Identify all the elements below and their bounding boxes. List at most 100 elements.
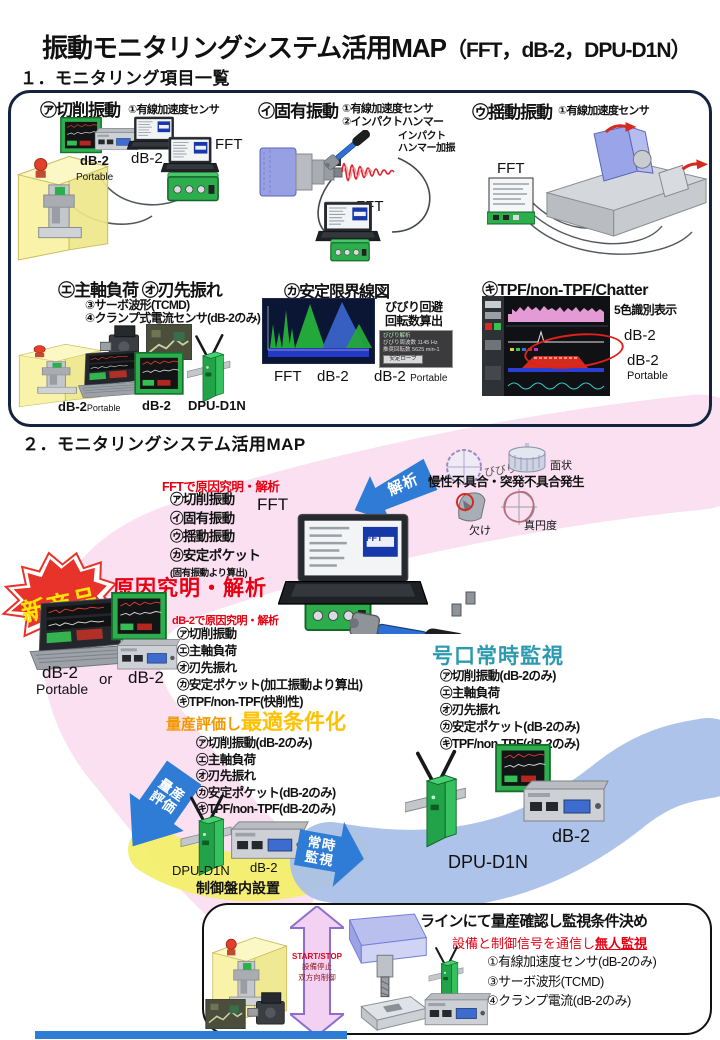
right-db2-box	[520, 778, 610, 826]
mass-block-items: ㋐切削振動(dB-2のみ) ㋓主軸負荷 ㋔刃先振れ ㋕安定ポケット(dB-2のみ…	[196, 735, 336, 818]
fft-laptop-scene	[278, 513, 476, 634]
panel3-subtitle: ①有線加速度センサ	[558, 105, 650, 117]
panel4-db2-screen-illustration	[134, 352, 184, 398]
page-title-main: 振動モニタリングシステム活用MAP	[42, 33, 447, 63]
panel1-db2-portable-label: dB-2	[80, 153, 109, 168]
panel4-labels: dB-2Portable	[58, 398, 120, 416]
panel4-portable-label: Portable	[86, 403, 121, 413]
panel2-title: ㋑固有振動	[258, 102, 339, 121]
mass-item-3: ㋔刃先振れ	[196, 769, 256, 783]
fft-item-note: (固有振動より算出)	[170, 568, 248, 579]
control-caption: 制御盤内設置	[196, 880, 280, 896]
bottom-item-2: ③サーボ波形(TCMD)	[487, 973, 604, 989]
panel2-subtitle1: ①有線加速度センサ	[342, 103, 434, 115]
surface-defect-label: 面状	[550, 460, 572, 472]
always-watch-arrow: 常時 監視	[290, 815, 369, 897]
panel2-fft-interface-illustration	[316, 236, 384, 262]
line-item-1: ㋐切削振動(dB-2のみ)	[440, 669, 556, 683]
stability-lobe-chart	[262, 298, 375, 364]
panel4-title: ㋓主軸負荷 ㋔刃先振れ	[58, 281, 223, 300]
panel5-title: ㋕安定限界線図	[284, 284, 390, 301]
db2-item-2: ㋓主軸負荷	[177, 644, 237, 658]
panel4-line1: ③サーボ波形(TCMD)	[85, 298, 190, 312]
mass-item-4: ㋕安定ポケット(dB-2のみ)	[196, 785, 336, 800]
panel4-dpu-label: DPU-D1N	[188, 398, 246, 413]
defect-caption: 慢性不具合・突発不具合発生	[428, 475, 585, 489]
or-label: or	[99, 671, 113, 688]
bottom-motor	[247, 991, 292, 1031]
left-db2-label: dB-2	[128, 668, 164, 687]
fft-item-4: ㋕安定ポケット	[170, 547, 261, 563]
panel4-dpu-illustration	[186, 334, 234, 406]
startstop-line1: START/STOP	[292, 952, 342, 961]
line-block-title: 号口常時監視	[432, 645, 564, 668]
panel1-fft-label: FFT	[215, 136, 243, 153]
db2-block-items: ㋐切削振動 ㋓主軸負荷 ㋔刃先振れ ㋕安定ポケット(加工振動より算出) ㋖TPF…	[177, 626, 363, 711]
fft-item-2: ㋑固有振動	[170, 510, 235, 526]
bottom-spindle-illustration	[333, 912, 433, 1034]
bottom-box-title: ラインにて量産確認し監視条件決め	[420, 913, 648, 930]
control-dpu-label: DPU-D1N	[172, 863, 230, 878]
fft-device-label: FFT	[257, 495, 289, 514]
roundness-defect-label: 真円度	[524, 520, 557, 532]
analysis-arrow: 解析	[344, 451, 445, 539]
bottom-sub-pre: 設備と制御信号を通信し	[452, 936, 596, 951]
db2-item-1: ㋐切削振動	[177, 627, 237, 641]
line-item-4: ㋕安定ポケット(dB-2のみ)	[440, 720, 580, 734]
fft-interface-illustration	[166, 168, 220, 202]
surface-defect-icon	[508, 443, 546, 473]
bottom-box-subtitle: 設備と制御信号を通信し無人監視	[452, 933, 647, 952]
line-item-3: ㋔刃先振れ	[440, 703, 500, 717]
panel1-title: ㋐切削振動	[40, 101, 121, 120]
panel1-subtitle: ①有線加速度センサ	[128, 104, 220, 116]
panel3-fft-label: FFT	[497, 160, 525, 177]
panel3-fft-monitor-illustration	[487, 177, 535, 225]
right-dpu-label: DPU-D1N	[448, 852, 529, 872]
mass-title-a: 量産評価し	[166, 716, 242, 733]
infobox-line1: びびり周波数 1145 Hz	[383, 340, 438, 346]
chatter-result-infobox: びびり解析 びびり周波数 1145 Hz 推奨回転数 5625 min-1 安定…	[379, 330, 453, 368]
infobox-button[interactable]: 安定ローブ	[383, 355, 423, 364]
right-dpu-device	[405, 745, 469, 857]
panel1-db2-label: dB-2	[131, 150, 163, 167]
mass-item-1: ㋐切削振動(dB-2のみ)	[196, 736, 312, 750]
page-title-sub: （FFT，dB-2，DPU-D1N）	[446, 39, 691, 62]
chip-defect-label: 欠け	[469, 525, 491, 537]
panel4-line2: ④クランプ式電流センサ(dB-2のみ)	[85, 311, 261, 325]
startstop-line3: 双方向制御	[298, 973, 336, 982]
db2-box-device	[112, 638, 184, 672]
panel6-db2p-label: dB-2	[627, 352, 659, 369]
db2-item-5: ㋖TPF/non-TPF(快削性)	[177, 695, 303, 709]
panel6-title: ㋖TPF/non-TPF/Chatter	[482, 282, 649, 299]
infobox-line2: 推奨回転数 5625 min-1	[383, 347, 440, 353]
bottom-sub-em: 無人監視	[595, 936, 648, 951]
mass-item-2: ㋓主軸負荷	[196, 752, 256, 767]
fft-block-title: FFTで原因究明・解析	[162, 480, 280, 494]
page-title: 振動モニタリングシステム活用MAP（FFT，dB-2，DPU-D1N）	[42, 28, 691, 65]
left-portable-label: Portable	[36, 681, 89, 697]
panel5-db2p-label: dB-2 Portable	[374, 368, 448, 385]
section1-heading: １．モニタリング項目一覧	[20, 69, 230, 88]
bottom-item-1: ①有線加速度センサ(dB-2のみ)	[487, 954, 657, 969]
impact-hammer-icon	[322, 130, 373, 172]
panel6-note: 5色識別表示	[614, 303, 677, 317]
bottom-box-items: ①有線加速度センサ(dB-2のみ) ③サーボ波形(TCMD) ④クランプ電流(d…	[487, 952, 657, 1011]
line-item-2: ㋓主軸負荷	[440, 686, 500, 700]
chatter-defect-icon	[446, 449, 482, 485]
startstop-arrow-text: START/STOP 設備停止 双方向制御	[290, 952, 344, 983]
footer-blue-bar	[35, 1031, 347, 1039]
tpf-chatter-screenshot	[482, 296, 610, 396]
bottom-photo	[203, 999, 248, 1029]
panel6-portable-label: Portable	[627, 370, 668, 382]
panel6-db2-label: dB-2	[624, 327, 656, 344]
panel5-note: びびり回避 回転数算出	[385, 300, 443, 328]
startstop-line2: 設備停止	[302, 962, 332, 971]
fft-item-1: ㋐切削振動	[170, 492, 235, 507]
db2-block-title: dB-2で原因究明・解析	[172, 615, 279, 627]
panel5-db2-label: dB-2	[317, 368, 349, 385]
panel1-portable-label: Portable	[76, 172, 114, 183]
mass-eval-arrow: 量産 評価	[103, 754, 212, 870]
panel2-subtitle2: ②インパクトハンマー	[342, 116, 444, 128]
db2-screen-device	[110, 592, 168, 644]
